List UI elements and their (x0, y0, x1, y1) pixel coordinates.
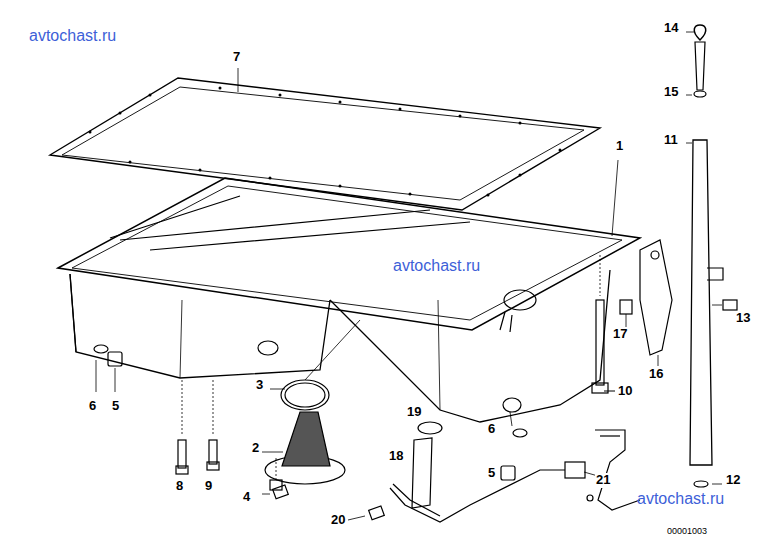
callout-number: 17 (612, 327, 628, 342)
callout-number: 19 (406, 405, 422, 420)
callout-number: 9 (204, 479, 213, 494)
watermark: avtochast.ru (636, 490, 725, 508)
callout-number: 2 (251, 441, 260, 456)
callout-number: 16 (648, 367, 664, 382)
callout-number: 20 (330, 513, 346, 528)
callout-number: 13 (735, 311, 751, 326)
callout-number: 14 (663, 21, 679, 36)
callout-number: 5 (487, 466, 496, 481)
watermark: avtochast.ru (392, 257, 481, 275)
callout-number: 4 (242, 490, 251, 505)
watermark: avtochast.ru (28, 27, 117, 45)
callout-number: 15 (663, 85, 679, 100)
callout-number: 10 (617, 384, 633, 399)
callout-number: 6 (88, 399, 97, 414)
callout-number: 7 (232, 50, 241, 65)
callout-number: 8 (175, 479, 184, 494)
callout-number: 18 (388, 449, 404, 464)
callout-number: 12 (725, 473, 741, 488)
callout-number: 6 (487, 422, 496, 437)
callout-number: 11 (663, 133, 679, 148)
callout-number: 21 (595, 473, 611, 488)
callout-number: 3 (255, 378, 264, 393)
callout-number: 1 (615, 139, 624, 154)
callout-number: 5 (111, 399, 120, 414)
drawing-number: 00001003 (666, 526, 708, 536)
